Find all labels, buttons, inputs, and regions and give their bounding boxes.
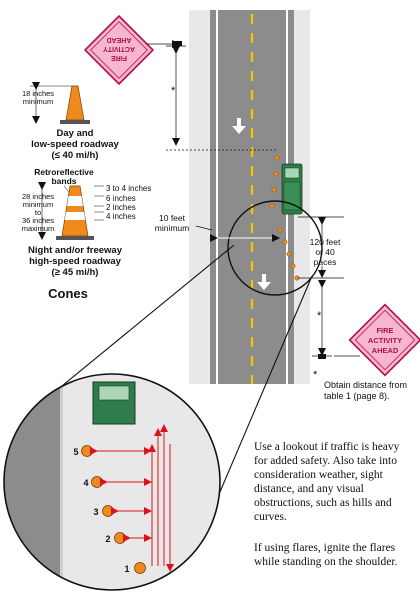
night-cone-height-label: maximum	[22, 224, 55, 233]
cone-number: 5	[73, 447, 78, 457]
lookout-note: Use a lookout if traffic is heavy for ad…	[254, 441, 400, 523]
footnote-asterisk: *	[313, 369, 318, 381]
band-width-label: 6 inches	[106, 194, 136, 203]
sign-post	[174, 41, 182, 46]
rear-sign-distance-dimension: *	[312, 280, 332, 359]
cone-number: 4	[83, 478, 88, 488]
cone-number: 1	[124, 564, 129, 574]
band-width-label: 4 inches	[106, 212, 136, 221]
road	[189, 10, 310, 384]
advance-distance-dimension: *	[166, 45, 276, 151]
traffic-direction-up-icon	[257, 274, 271, 290]
fire-activity-sign-bottom: FIRE ACTIVITY AHEAD	[348, 303, 420, 377]
night-cone-caption: Night and/or freeway	[28, 245, 123, 256]
night-cone-height-label: to	[35, 208, 41, 217]
callout-circle	[227, 200, 323, 296]
ten-feet-label-min: minimum	[155, 223, 189, 233]
zoom-line-right	[207, 275, 313, 521]
retroreflective-label: Retroreflective	[34, 167, 94, 177]
left-shoulder	[189, 10, 210, 384]
fire-vehicle	[281, 163, 303, 215]
cones-heading: Cones	[48, 286, 88, 301]
retroreflective-label: bands	[51, 176, 76, 186]
cone-number: 2	[105, 534, 110, 544]
sign-text-line: FIRE	[376, 326, 393, 335]
placement-walk-arrows	[148, 424, 174, 572]
night-cone-height-label: minimum	[23, 200, 53, 209]
cone-5: 5	[73, 445, 152, 457]
sign-post	[318, 354, 326, 359]
night-cone-caption: (≥ 45 mi/h)	[52, 267, 99, 278]
cone-4: 4	[83, 476, 152, 488]
distance-label: 120 feet	[310, 237, 341, 247]
night-cone-illustration: Retroreflective bands 3 to 4 inches 6 in…	[22, 167, 152, 278]
distance-label-unit: paces	[314, 257, 337, 267]
ten-feet-label: 10 feet	[159, 213, 186, 223]
night-cone-height-label: 28 inches	[22, 192, 54, 201]
day-cone-caption: low-speed roadway	[31, 139, 119, 150]
footnote-line: table 1 (page 8).	[324, 391, 390, 401]
flares-note: If using flares, ignite the flares while…	[254, 542, 398, 568]
cone-1: 1	[124, 562, 146, 574]
cone-height-label: 18 inches	[22, 89, 54, 98]
band-gap-label: 2 inches	[106, 203, 136, 212]
distance-label-alt: or 40	[315, 247, 335, 257]
fire-activity-sign-top: FIRE ACTIVITY AHEAD	[83, 14, 155, 86]
sign-text-line: FIRE	[111, 54, 127, 61]
taper-cones-upper	[269, 155, 280, 209]
ten-feet-dimension: 10 feet minimum	[155, 213, 280, 242]
buffer-distance-dimension: 120 feet or 40 paces	[298, 216, 344, 279]
footnote-line: Obtain distance from	[324, 380, 407, 390]
sign-text-line: AHEAD	[107, 36, 132, 43]
night-cone-caption: high-speed roadway	[29, 256, 122, 267]
night-cone-height-label: 36 inches	[22, 216, 54, 225]
numbered-cones: 5 4 3 2 1	[73, 445, 152, 574]
cone-3: 3	[93, 505, 152, 517]
cone-number: 3	[93, 507, 98, 517]
day-cone-caption: (≤ 40 mi/h)	[52, 150, 99, 161]
distance-asterisk: *	[171, 85, 176, 97]
sign-text-line: AHEAD	[372, 346, 399, 355]
zoom-line-left	[39, 244, 235, 405]
cone-2: 2	[105, 532, 152, 544]
sign-text-line: ACTIVITY	[368, 336, 402, 345]
band-spacing-label: 3 to 4 inches	[106, 184, 151, 193]
rear-distance-asterisk: *	[317, 310, 322, 322]
traffic-direction-down-icon	[232, 118, 246, 134]
sign-text-line: ACTIVITY	[103, 45, 135, 52]
day-cone-illustration: 18 inches minimum Day and low-speed road…	[22, 82, 120, 161]
day-cone-caption: Day and	[57, 128, 94, 139]
cone-height-min-label: minimum	[23, 97, 53, 106]
detail-magnified-view: 5 4 3 2 1	[3, 373, 221, 591]
